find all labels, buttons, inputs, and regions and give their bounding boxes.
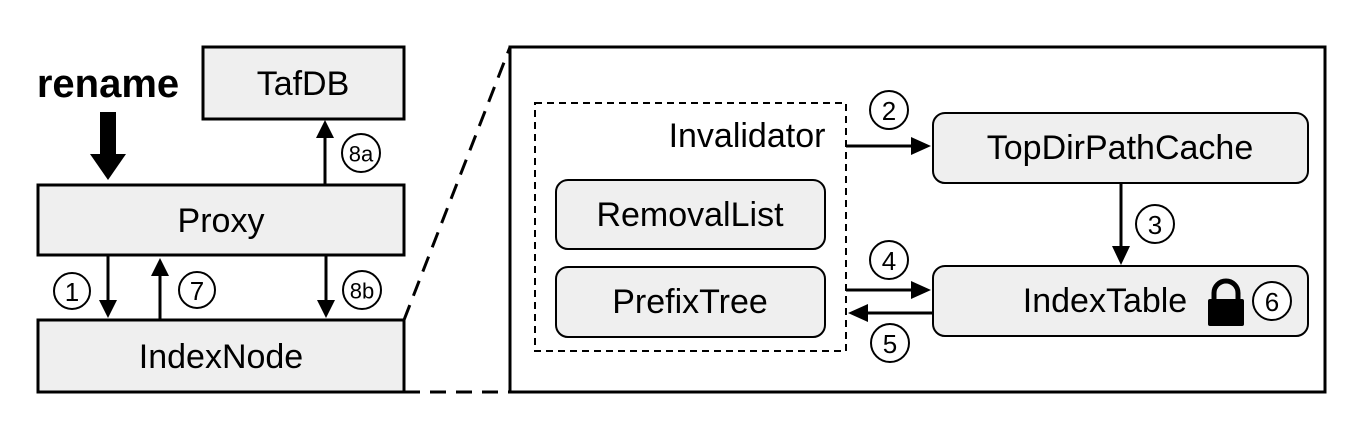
top-dir-path-cache-label: TopDirPathCache <box>987 129 1253 167</box>
step-8b-badge: 8b <box>342 270 382 310</box>
step-1-badge: 1 <box>53 272 91 310</box>
tafdb-label: TafDB <box>257 65 350 103</box>
svg-text:8a: 8a <box>349 142 374 167</box>
rename-label: rename <box>37 62 179 106</box>
prefix-tree-label: PrefixTree <box>612 283 768 321</box>
index-table-box: IndexTable <box>932 265 1309 337</box>
svg-text:5: 5 <box>883 329 897 359</box>
step-2-badge: 2 <box>869 90 909 130</box>
proxy-box: Proxy <box>36 183 406 257</box>
step-4-badge: 4 <box>869 240 909 280</box>
removal-list-box: RemovalList <box>555 179 826 250</box>
arrow-1 <box>99 256 117 318</box>
indexnode-label: IndexNode <box>139 338 303 376</box>
svg-text:3: 3 <box>1148 210 1162 240</box>
proxy-label: Proxy <box>178 202 265 240</box>
arrow-8b <box>317 256 335 318</box>
index-table-label: IndexTable <box>1023 282 1187 320</box>
arrow-7 <box>151 258 169 320</box>
arrow-8a <box>316 120 334 185</box>
svg-text:8b: 8b <box>350 279 374 304</box>
svg-text:4: 4 <box>882 246 896 276</box>
invalidator-group: Invalidator <box>534 102 847 352</box>
step-5-badge: 5 <box>870 323 910 363</box>
prefix-tree-box: PrefixTree <box>555 266 826 338</box>
arrow-5 <box>848 304 933 322</box>
tafdb-box: TafDB <box>201 45 406 121</box>
step-3-badge: 3 <box>1135 204 1175 244</box>
step-7-badge: 7 <box>178 271 216 309</box>
svg-text:2: 2 <box>882 96 896 126</box>
top-dir-path-cache-box: TopDirPathCache <box>932 112 1309 184</box>
svg-text:7: 7 <box>190 276 204 306</box>
zoom-line-top <box>402 46 512 321</box>
rename-arrow <box>90 112 126 180</box>
arrow-4 <box>846 281 931 299</box>
step-6-badge: 6 <box>1252 281 1292 321</box>
removal-list-label: RemovalList <box>596 196 784 234</box>
step-8a-badge: 8a <box>341 133 381 173</box>
arrow-2 <box>846 137 931 155</box>
svg-text:1: 1 <box>65 277 79 307</box>
arrow-3 <box>1112 183 1130 265</box>
invalidator-label: Invalidator <box>669 117 826 155</box>
indexnode-box: IndexNode <box>36 318 406 394</box>
lock-icon <box>1208 278 1244 326</box>
svg-text:6: 6 <box>1265 287 1279 317</box>
